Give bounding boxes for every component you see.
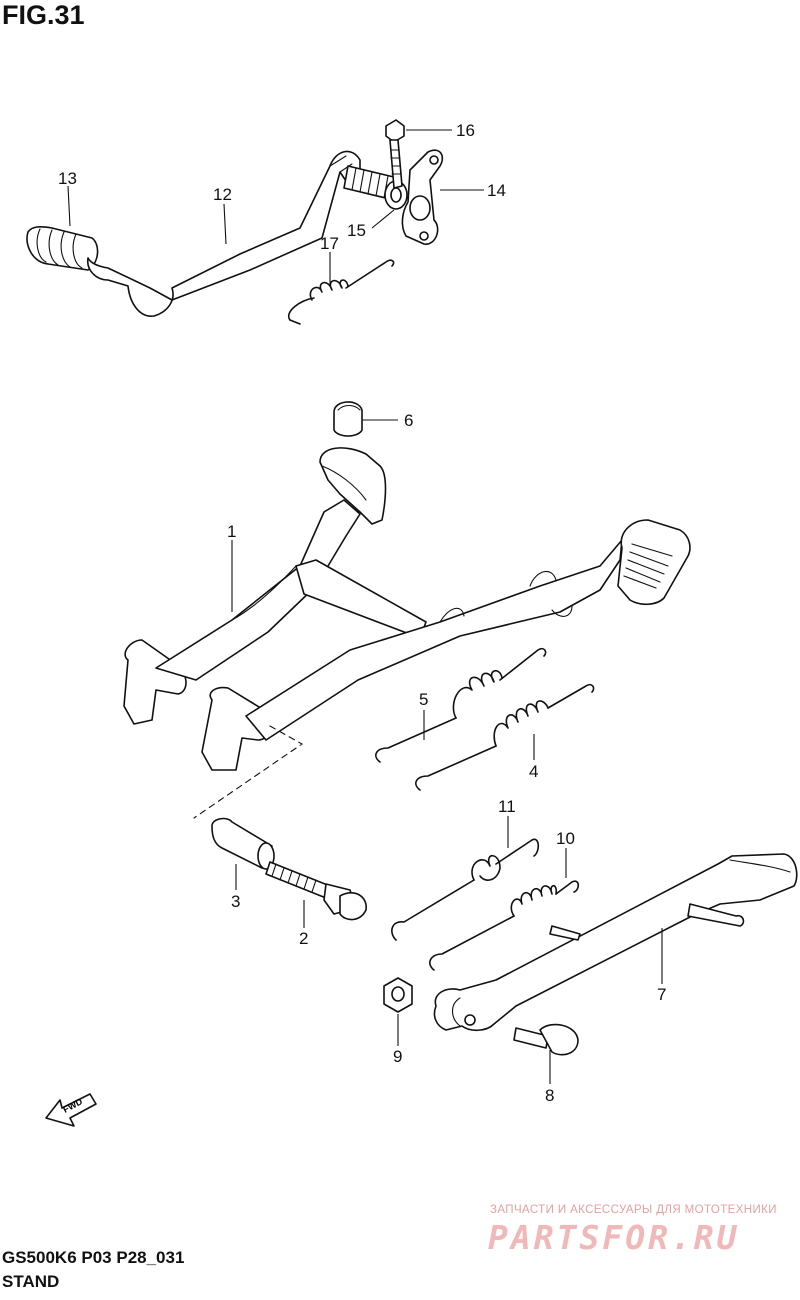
callout-9: 9 [393, 1047, 402, 1066]
callout-labels: 1 2 3 4 5 6 7 8 9 10 11 12 13 14 15 16 1… [58, 121, 666, 1105]
leader-lines [67, 129, 663, 1084]
part-8-bolt [513, 1023, 579, 1056]
callout-11: 11 [498, 797, 516, 816]
callout-12: 12 [213, 185, 232, 204]
part-13-pedal-rubber [26, 226, 99, 271]
section-name: STAND [2, 1272, 60, 1291]
watermark-caption: ЗАПЧАСТИ И АКСЕССУАРЫ ДЛЯ МОТОТЕХНИКИ [490, 1204, 777, 1216]
part-2-bolt [265, 861, 367, 921]
callout-10: 10 [556, 829, 575, 848]
part-4-spring [415, 683, 595, 791]
callout-13: 13 [58, 169, 77, 188]
callout-17: 17 [320, 234, 339, 253]
part-9-nut [383, 977, 413, 1013]
part-16-bolt [385, 119, 405, 189]
callout-2: 2 [299, 929, 308, 948]
callout-16: 16 [456, 121, 475, 140]
callout-14: 14 [487, 181, 506, 200]
part-7-side-stand [433, 853, 798, 1032]
model-code: GS500K6 P03 P28_031 [2, 1248, 185, 1267]
callout-3: 3 [231, 892, 240, 911]
part-3-collar [211, 817, 275, 870]
part-15-washer [384, 180, 408, 210]
callout-5: 5 [419, 690, 428, 709]
part-11-spring [391, 838, 540, 941]
callout-15: 15 [347, 221, 366, 240]
part-17-spring [287, 259, 395, 325]
fwd-direction-arrow: FWD [45, 1093, 97, 1127]
part-12-shift-pedal [86, 150, 399, 317]
part-10-spring [429, 880, 580, 971]
callout-4: 4 [529, 762, 538, 781]
callout-6: 6 [404, 411, 413, 430]
part-6-stopper-rubber [333, 401, 363, 437]
part-5-spring [375, 647, 547, 763]
callout-7: 7 [657, 985, 666, 1004]
part-14-shift-arm [401, 149, 444, 245]
watermark-logo: PARTSFOR.RU [488, 1218, 740, 1257]
callout-8: 8 [545, 1086, 554, 1105]
part-1-center-stand [123, 447, 691, 819]
callout-1: 1 [227, 522, 236, 541]
figure-title: FIG.31 [2, 0, 85, 30]
shift-pedal-assembly [26, 119, 444, 325]
